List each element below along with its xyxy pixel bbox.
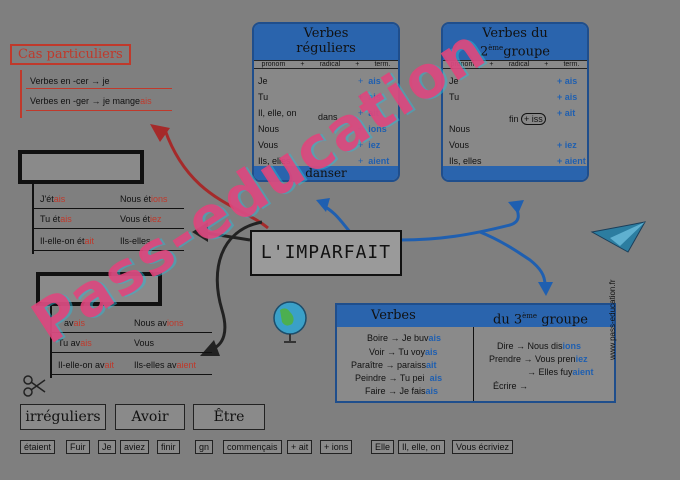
radical: fin + iss — [509, 113, 546, 125]
etre-je: J'étais — [40, 194, 66, 204]
regular-columns: pronom+radical+term. — [254, 60, 398, 69]
word-tile[interactable]: + ait — [287, 440, 313, 454]
divider — [26, 88, 172, 89]
word-tile[interactable]: Je — [98, 440, 116, 454]
second-group-table: Verbes du 2èmegroupe pronom+radical+term… — [441, 22, 589, 182]
pronoun: Tu — [449, 92, 460, 102]
ending: + iez — [358, 140, 381, 150]
word-tile[interactable]: commençais — [223, 440, 282, 454]
center-title: L'IMPARFAIT — [250, 230, 402, 276]
third-group-example: Écrire → — [493, 381, 529, 391]
third-group-table: Verbes du 3ème groupe Boire → Je buvais … — [335, 303, 616, 403]
ending: + ais — [358, 92, 381, 102]
pronoun: Je — [449, 76, 459, 86]
pronoun: Vous — [258, 140, 279, 150]
second-group-title: Verbes du 2èmegroupe — [443, 24, 587, 60]
third-group-example: Voir → Tu voyais — [369, 347, 438, 357]
divider — [34, 250, 184, 251]
special-cases-title: Cas particuliers — [10, 44, 131, 65]
word-tile[interactable]: aviez — [120, 440, 150, 454]
special-case-cer: Verbes en -cer → je — [30, 76, 110, 86]
etre-title-blank[interactable] — [18, 150, 144, 184]
ending: + ait — [557, 108, 576, 118]
third-group-example: Paraître → paraissait — [351, 360, 437, 370]
avoir-tu: Tu avais — [58, 338, 92, 348]
second-group-footer — [443, 166, 587, 180]
word-tile[interactable]: gn — [195, 440, 214, 454]
special-cases-panel: Cas particuliers Verbes en -cer → je Ver… — [8, 40, 173, 120]
etre-tu: Tu étais — [40, 214, 72, 224]
regular-example-verb: danser — [254, 166, 398, 180]
etre-button[interactable]: Être — [193, 404, 265, 430]
word-tile[interactable]: étaient — [20, 440, 56, 454]
ending: + aient — [358, 156, 390, 166]
special-cases-list: Verbes en -cer → je Verbes en -ger → je … — [20, 70, 172, 118]
side-credit: www.pass-education.fr — [608, 279, 617, 360]
etre-rows: J'étais Nous étions Tu étais Vous étiez … — [32, 182, 189, 254]
divider — [26, 110, 172, 111]
second-group-columns: pronom+radical+term. — [443, 60, 587, 69]
pronoun: Nous — [258, 124, 280, 134]
third-group-example: Faire → Je faisais — [365, 386, 439, 396]
irreguliers-button[interactable]: irréguliers — [20, 404, 106, 430]
ending: + ait — [358, 108, 379, 118]
avoir-nous: Nous avions — [134, 318, 184, 328]
pronoun: Ils, elles — [258, 156, 291, 166]
avoir-rows: avais Nous avions Tu avais Vous Il-elle-… — [50, 306, 217, 378]
pronoun: Ils, elles — [449, 156, 482, 166]
ending: + ions — [358, 124, 387, 134]
pronoun: Il, elle, on — [258, 108, 297, 118]
ending: + aient — [557, 156, 586, 166]
third-group-example: Peindre → Tu pei ais — [355, 373, 443, 383]
pronoun: Je — [258, 76, 268, 86]
special-case-ger: Verbes en -ger → je mangeais — [30, 96, 152, 106]
column-divider — [473, 327, 474, 401]
word-tile[interactable]: Elle — [371, 440, 395, 454]
divider — [52, 374, 212, 375]
word-tile[interactable]: Vous écriviez — [452, 440, 514, 454]
etre-conjugation-box: J'étais Nous étions Tu étais Vous étiez … — [12, 150, 187, 255]
avoir-je: avais — [64, 318, 86, 328]
divider — [52, 332, 212, 333]
avoir-il: Il-elle-on avait — [58, 360, 115, 370]
avoir-vous: Vous — [134, 338, 155, 348]
divider — [34, 228, 184, 229]
etre-nous: Nous étions — [120, 194, 168, 204]
word-tile[interactable]: Il, elle, on — [398, 440, 445, 454]
pronoun: Nous — [449, 124, 471, 134]
ending: + iez — [557, 140, 577, 150]
third-group-example: → Elles fuyaient — [527, 367, 594, 377]
third-group-example: Prendre → Vous preniez — [489, 354, 588, 364]
etre-ils: Ils-elles — [120, 236, 151, 246]
radical: dans — [318, 112, 338, 122]
third-group-example: Boire → Je buvais — [367, 333, 442, 343]
divider — [52, 352, 212, 353]
avoir-title-blank[interactable] — [36, 272, 162, 306]
avoir-conjugation-box: avais Nous avions Tu avais Vous Il-elle-… — [30, 272, 220, 382]
pronoun: Tu — [258, 92, 269, 102]
ending: + ais — [358, 76, 381, 86]
ending: + ais — [557, 76, 578, 86]
avoir-button[interactable]: Avoir — [115, 404, 185, 430]
word-tile[interactable]: finir — [157, 440, 180, 454]
third-group-header: Verbes du 3ème groupe — [337, 305, 614, 327]
ending: + ais — [557, 92, 578, 102]
etre-il: Il-elle-on était — [40, 236, 95, 246]
word-tile[interactable]: + ions — [320, 440, 353, 454]
avoir-ils: Ils-elles avaient — [134, 360, 197, 370]
word-tile[interactable]: Fuir — [66, 440, 90, 454]
pronoun: Vous — [449, 140, 470, 150]
third-group-example: Dire → Nous disions — [497, 341, 582, 351]
etre-vous: Vous étiez — [120, 214, 162, 224]
divider — [34, 208, 184, 209]
